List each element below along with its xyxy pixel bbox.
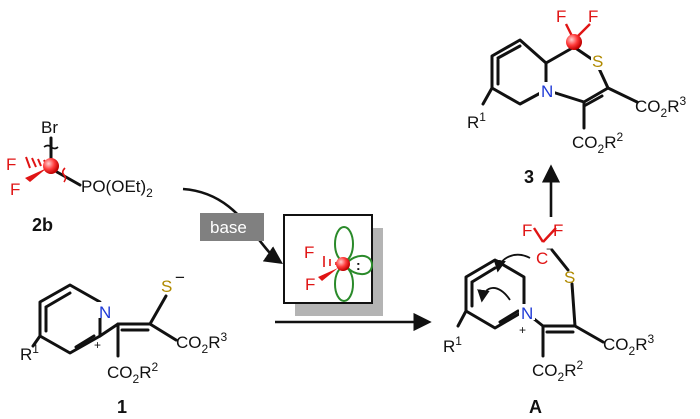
c-co2r3-bond — [573, 324, 605, 344]
ester-co2r2-label: CO2R2 — [107, 360, 158, 386]
negative-charge: − — [175, 268, 185, 287]
fluorine-atom-label: F — [6, 155, 16, 174]
fluorine-atom-label: F — [10, 180, 20, 199]
ester-co2r2-label: CO2R2 — [532, 358, 583, 384]
bromine-atom-label: Br — [41, 118, 58, 137]
electron-push-arrow — [477, 287, 511, 303]
sulfur-atom-label: S — [564, 268, 575, 287]
carbon-center-ball — [43, 158, 59, 174]
box-frame — [283, 214, 373, 304]
r1-bond — [481, 86, 494, 106]
c-c-double-bond — [582, 94, 604, 108]
hashed-bond-f — [323, 256, 337, 267]
n-label-bg — [539, 82, 555, 98]
compound-label-3: 3 — [524, 167, 534, 187]
carbanion-carbon-label: C — [536, 249, 548, 268]
compound-label-2b: 2b — [32, 215, 53, 235]
thiazine-ring — [544, 45, 610, 104]
r1-bond — [456, 309, 468, 328]
cf2-carbon-ball — [566, 34, 582, 50]
hashed-bond-f — [25, 156, 47, 169]
ester-co2r3-label: CO2R3 — [603, 332, 654, 358]
r1-substituent-label: R1 — [20, 342, 39, 364]
wavy-bond-mark — [43, 144, 59, 150]
compound-1: N + S − R1 CO2R3 CO2R2 1 — [20, 268, 227, 417]
wedge-bond-f — [25, 168, 47, 182]
electron-push-arrow — [493, 253, 531, 273]
difluorocarbene-box: : F F — [283, 214, 383, 316]
n-label-bg — [519, 304, 535, 320]
c-co2r3-bond — [606, 86, 639, 104]
positive-charge: + — [94, 338, 101, 352]
ester-co2r3-label: CO2R3 — [176, 330, 227, 356]
r1-substituent-label: R1 — [467, 110, 486, 132]
ring-double-bonds — [496, 44, 522, 86]
wedge-bond-f — [318, 268, 338, 281]
base-reagent-box: base — [200, 213, 264, 241]
pyridinium-ring — [38, 283, 102, 355]
ring-double-bonds — [470, 266, 520, 324]
orbital-lobe-side — [345, 254, 374, 276]
base-label: base — [210, 218, 247, 237]
r1-substituent-label: R1 — [443, 334, 462, 356]
compound-label-1: 1 — [117, 397, 127, 417]
fluorine-atom-label: F — [556, 7, 566, 26]
fluorine-atom-label: F — [522, 221, 532, 240]
ester-co2r3-label: CO2R3 — [635, 94, 686, 120]
nitrogen-atom-label: N — [99, 303, 111, 322]
intermediate-A: F F C − S N + R1 CO2R3 CO2R2 A — [443, 221, 654, 417]
r1-bond — [31, 334, 42, 348]
lone-pair-dots: : — [356, 257, 361, 273]
s-c-bond — [550, 248, 570, 272]
c-s-bond — [570, 282, 577, 328]
fluorine-atom-label: F — [553, 221, 563, 240]
reagent-2b: Br F F PO(OEt)2 2b — [6, 118, 153, 235]
base-box-background — [200, 213, 264, 241]
negative-charge: − — [546, 242, 553, 256]
fluorine-atom-label: F — [588, 7, 598, 26]
c-p-bond — [55, 170, 82, 187]
nitrogen-atom-label: N — [521, 304, 533, 323]
c-s-bond — [148, 294, 168, 326]
dihydropyridine-ring — [490, 38, 548, 106]
positive-charge: + — [519, 323, 526, 337]
compound-label-A: A — [529, 397, 542, 417]
ester-co2r2-label: CO2R2 — [572, 130, 623, 156]
fluorine-atom-label: F — [304, 243, 314, 262]
sulfur-atom-label: S — [161, 277, 172, 296]
ring-double-bonds — [44, 291, 96, 349]
pyridinium-ring — [464, 258, 526, 330]
phosphonate-group-label: PO(OEt)2 — [81, 177, 153, 200]
n-label-bg — [96, 302, 112, 318]
fluorine-atom-label: F — [305, 275, 315, 294]
wavy-bond-mark — [61, 167, 67, 183]
product-3: F F S N R1 CO2R3 CO2R2 3 — [467, 7, 686, 187]
carbene-carbon-ball — [336, 257, 350, 271]
c-f-bonds — [532, 227, 557, 243]
sulfur-atom-label: S — [592, 52, 603, 71]
c-co2r3-bond — [148, 322, 178, 342]
nitrogen-atom-label: N — [541, 82, 553, 101]
s-label-bg — [591, 52, 605, 70]
